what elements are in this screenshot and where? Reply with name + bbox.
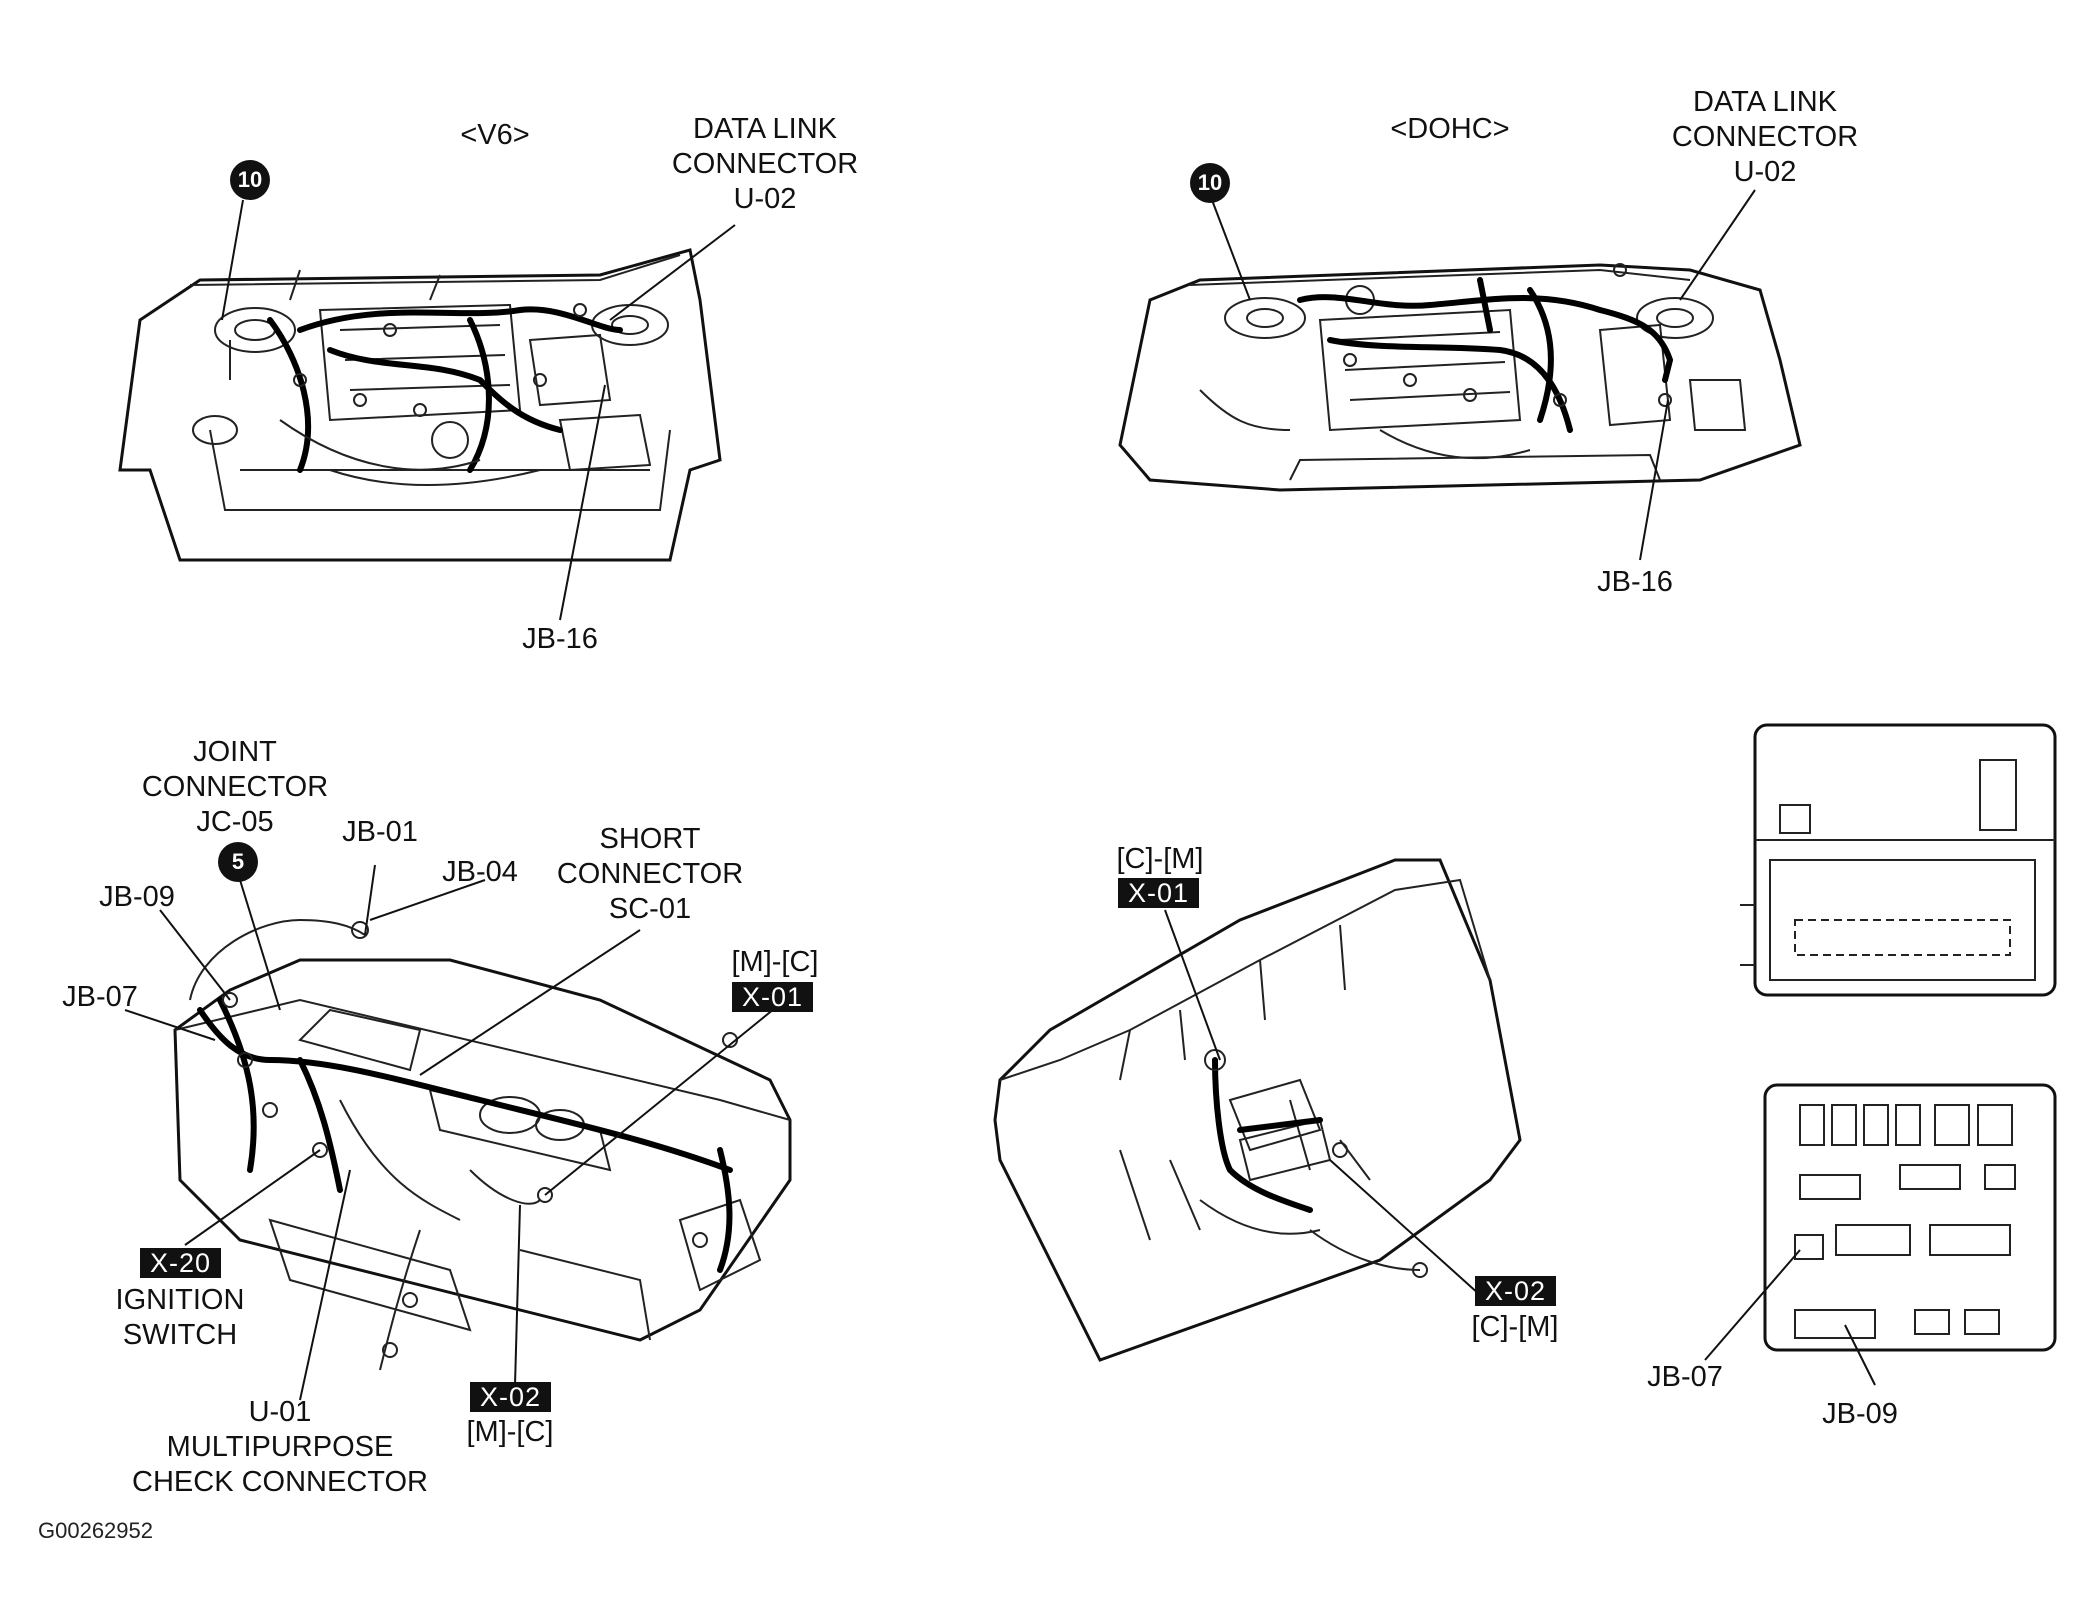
short-connector-line2: CONNECTOR xyxy=(556,858,744,890)
x20-tag: X-20 xyxy=(140,1248,222,1278)
x01-left-tag: X-01 xyxy=(732,982,814,1012)
v6-title: <V6> xyxy=(460,119,530,151)
jb01-label: JB-01 xyxy=(342,816,418,848)
x01-right-tag: X-01 xyxy=(1118,878,1200,908)
x02-left-mc: [M]-[C] xyxy=(466,1416,554,1448)
dohc-dlc-line2: CONNECTOR xyxy=(1671,121,1859,153)
x01-right-cm: [C]-[M] xyxy=(1116,843,1204,875)
x02-right-tag: X-02 xyxy=(1475,1276,1557,1306)
jb04-label: JB-04 xyxy=(442,856,518,888)
x02-left-tag: X-02 xyxy=(470,1382,552,1412)
junction-jb07-label: JB-07 xyxy=(1647,1361,1723,1393)
v6-engine-bay-illustration xyxy=(118,199,736,621)
short-connector-line3: SC-01 xyxy=(608,893,692,925)
dohc-dlc-line3: U-02 xyxy=(1733,156,1797,188)
joint-ground-badge: 5 xyxy=(218,842,258,882)
junction-box-illustration xyxy=(1704,723,2057,1386)
v6-dlc-line2: CONNECTOR xyxy=(671,148,859,180)
junction-jb09-label: JB-09 xyxy=(1822,1398,1898,1430)
v6-dlc-line3: U-02 xyxy=(733,183,797,215)
v6-jb16-label: JB-16 xyxy=(522,623,598,655)
dohc-ground-badge: 10 xyxy=(1190,163,1230,203)
dohc-jb16-label: JB-16 xyxy=(1597,566,1673,598)
dohc-title: <DOHC> xyxy=(1390,113,1510,145)
jb07-label: JB-07 xyxy=(62,981,138,1013)
jb09-label: JB-09 xyxy=(99,881,175,913)
dohc-dlc-line1: DATA LINK xyxy=(1693,86,1837,118)
v6-ground-badge: 10 xyxy=(230,160,270,200)
figure-code: G00262952 xyxy=(38,1518,153,1543)
dash-harness-illustration xyxy=(124,864,792,1401)
joint-connector-line1: JOINT xyxy=(193,736,277,768)
dohc-engine-bay-illustration xyxy=(1118,189,1802,561)
u01-line1: U-01 xyxy=(248,1396,312,1428)
u01-line3: CHECK CONNECTOR xyxy=(132,1466,428,1498)
x01-left-mc: [M]-[C] xyxy=(731,946,819,978)
ignition-switch-line1: IGNITION xyxy=(115,1284,245,1316)
u01-line2: MULTIPURPOSE xyxy=(166,1431,394,1463)
v6-dlc-line1: DATA LINK xyxy=(693,113,837,145)
dash-panel-illustration xyxy=(993,858,1522,1362)
short-connector-line1: SHORT xyxy=(599,823,701,855)
joint-connector-line3: JC-05 xyxy=(196,806,274,838)
joint-connector-line2: CONNECTOR xyxy=(141,771,329,803)
ignition-switch-line2: SWITCH xyxy=(122,1319,238,1351)
x02-right-cm: [C]-[M] xyxy=(1471,1311,1559,1343)
